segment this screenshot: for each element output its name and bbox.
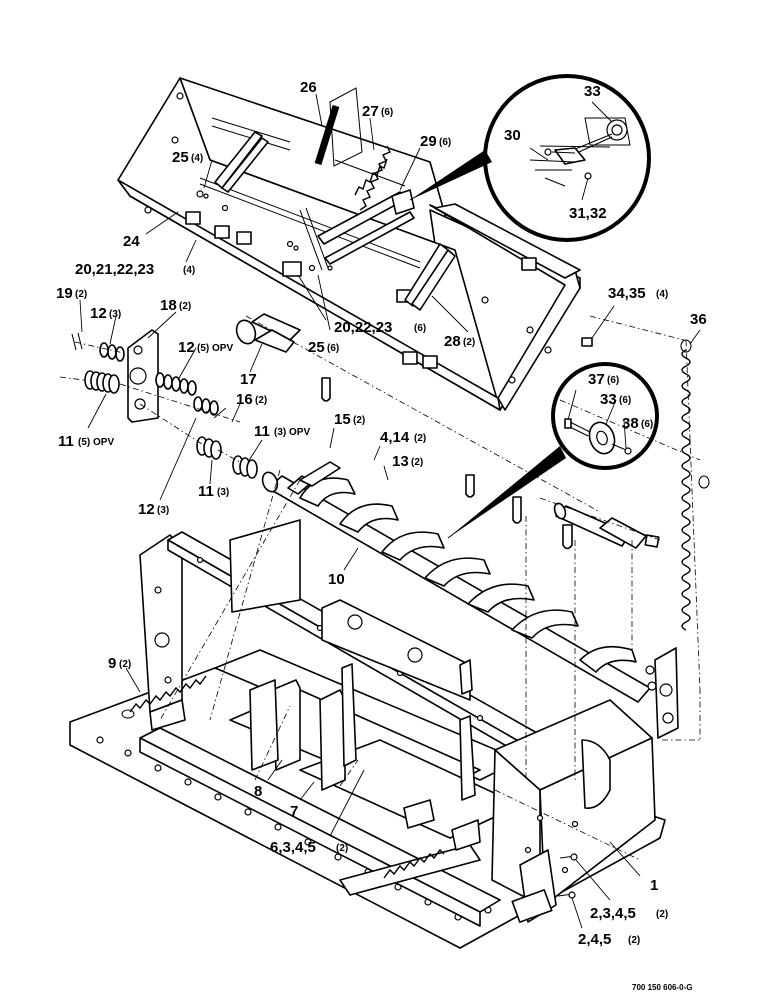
label-8: 8 — [254, 783, 262, 800]
right-shaft — [539, 399, 701, 549]
spring-36 — [581, 315, 710, 691]
label-10: 10 — [328, 571, 345, 588]
label-37: 37 — [588, 371, 605, 388]
label-4-14: 4,14 — [380, 429, 410, 446]
label-11c-qty: (3) — [217, 487, 229, 498]
auger-shaft-10 — [261, 461, 651, 703]
part-labels: 26 27 (6) 29 (6) 25 (4) 24 20,21,22,23 (… — [56, 79, 707, 992]
label-19: 19 — [56, 285, 73, 302]
label-15-qty: (2) — [353, 415, 365, 426]
label-245-qty: (2) — [628, 935, 640, 946]
label-16: 16 — [236, 391, 253, 408]
label-11a-qty: (5) OPV — [78, 437, 114, 448]
main-frame — [69, 469, 701, 949]
label-9: 9 — [108, 655, 116, 672]
label-2345-qty: (2) — [656, 909, 668, 920]
label-33-right: 33 — [600, 391, 617, 408]
label-20b: 20,22,23 — [334, 319, 392, 336]
label-18: 18 — [160, 297, 177, 314]
label-28: 28 — [444, 333, 461, 350]
label-29: 29 — [420, 133, 437, 150]
washer-stack-11a — [84, 370, 120, 394]
label-25b: 25 — [308, 339, 325, 356]
label-7: 7 — [290, 803, 298, 820]
label-12b-qty: (5) OPV — [197, 343, 233, 354]
label-34-35: 34,35 — [608, 285, 646, 302]
label-6345-qty: (2) — [336, 843, 348, 854]
leader-lines — [79, 93, 701, 929]
left-bearing-assembly — [59, 329, 258, 479]
washer-stack-12c — [193, 396, 219, 416]
washer-stack-11c — [196, 436, 222, 460]
label-30: 30 — [504, 127, 521, 144]
label-12b: 12 — [178, 339, 195, 356]
label-38: 38 — [622, 415, 639, 432]
label-25a-qty: (4) — [191, 153, 203, 164]
label-28-qty: (2) — [463, 337, 475, 348]
label-11c: 11 — [198, 483, 214, 500]
label-20a-qty: (4) — [183, 265, 195, 276]
label-15: 15 — [334, 411, 351, 428]
label-25b-qty: (6) — [327, 343, 339, 354]
label-27: 27 — [362, 103, 379, 120]
label-20b-qty: (6) — [414, 323, 426, 334]
label-12a: 12 — [90, 305, 107, 322]
label-25a: 25 — [172, 149, 189, 166]
label-1: 1 — [650, 877, 658, 894]
label-13-qty: (2) — [411, 457, 423, 468]
label-34-35-qty: (4) — [656, 289, 668, 300]
label-12a-qty: (3) — [109, 309, 121, 320]
label-24: 24 — [123, 233, 140, 250]
washer-stack-11b — [232, 455, 258, 479]
label-27-qty: (6) — [381, 107, 393, 118]
label-37-qty: (6) — [607, 375, 619, 386]
detail-circle-roller-mount — [409, 74, 651, 242]
label-19-qty: (2) — [75, 289, 87, 300]
label-31-32: 31,32 — [569, 205, 607, 222]
label-11b: 11 — [254, 423, 270, 440]
label-17: 17 — [240, 371, 257, 388]
label-29-qty: (6) — [439, 137, 451, 148]
label-20a: 20,21,22,23 — [75, 261, 154, 278]
label-38-qty: (6) — [641, 419, 653, 430]
label-11a: 11 — [58, 433, 74, 450]
pan-assembly — [117, 77, 581, 550]
label-9-qty: (2) — [119, 659, 131, 670]
label-16-qty: (2) — [255, 395, 267, 406]
label-33-top: 33 — [584, 83, 601, 100]
label-13: 13 — [392, 453, 409, 470]
label-6345: 6,3,4,5 — [270, 839, 316, 856]
drawing-code: 700 150 606-0-G — [632, 983, 693, 992]
label-33-right-qty: (6) — [619, 395, 631, 406]
label-12c: 12 — [138, 501, 155, 518]
label-4-14-qty: (2) — [414, 433, 426, 444]
label-26: 26 — [300, 79, 317, 96]
roller-17 — [235, 313, 601, 513]
label-12c-qty: (3) — [157, 505, 169, 516]
washer-stack-12b — [155, 372, 197, 396]
label-2345: 2,3,4,5 — [590, 905, 636, 922]
washer-stack-12a — [99, 342, 125, 362]
label-18-qty: (2) — [179, 301, 191, 312]
detail-circle-idler — [447, 362, 659, 539]
label-11b-qty: (3) OPV — [274, 427, 310, 438]
label-36: 36 — [690, 311, 707, 328]
label-245: 2,4,5 — [578, 931, 611, 948]
